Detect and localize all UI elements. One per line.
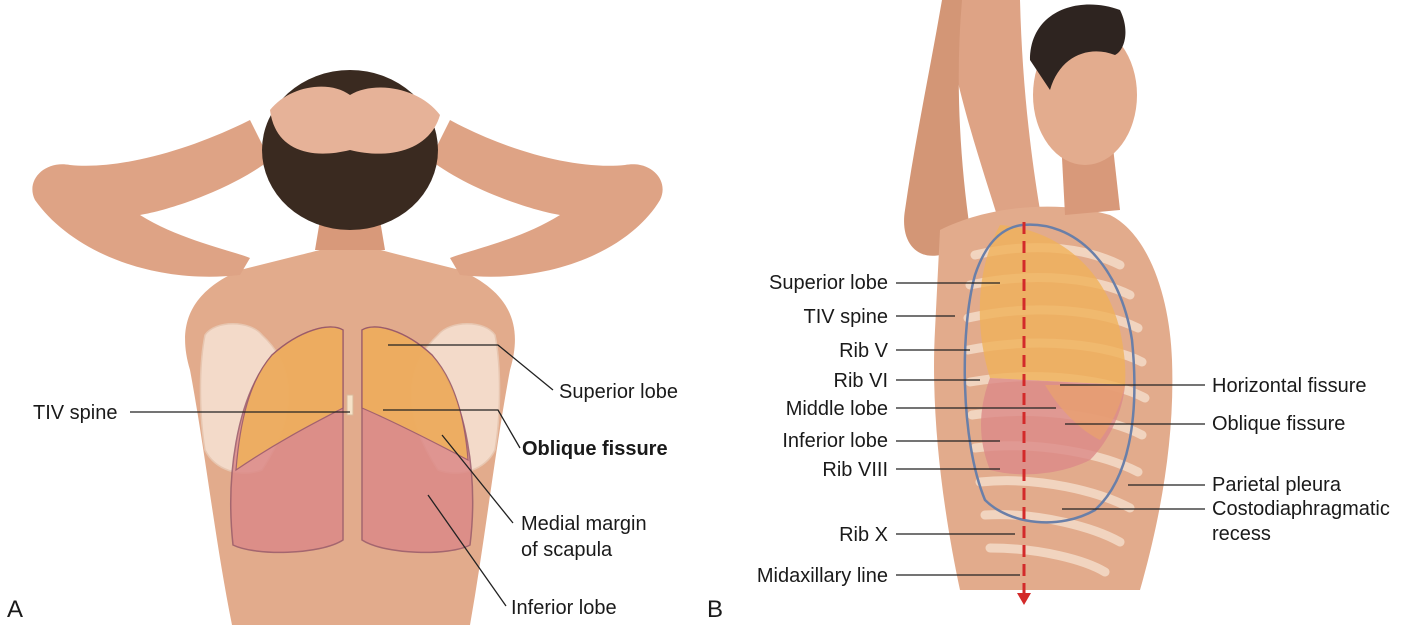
label-inferior-lobe-a: Inferior lobe: [511, 597, 617, 619]
panel-b: Superior lobe TIV spine Rib V Rib VI Mid…: [707, 0, 1390, 623]
label-costodiaphragmatic-line2-b: recess: [1212, 523, 1271, 545]
label-superior-lobe-a: Superior lobe: [559, 381, 678, 403]
label-horizontal-fissure-b: Horizontal fissure: [1212, 375, 1367, 397]
label-inferior-lobe-b: Inferior lobe: [782, 430, 888, 452]
leader-inferior-lobe-a: [427, 494, 507, 607]
label-oblique-fissure-b: Oblique fissure: [1212, 413, 1345, 435]
panel-letter-a: A: [7, 596, 23, 623]
label-superior-lobe-b: Superior lobe: [769, 272, 888, 294]
lateral-torso-illustration: [904, 0, 1173, 605]
leader-superior-lobe-a: [388, 344, 554, 391]
label-rib-vi-b: Rib VI: [834, 370, 888, 392]
label-oblique-fissure-a: Oblique fissure: [522, 438, 668, 460]
label-tiv-spine-a: TIV spine: [33, 402, 117, 424]
posterior-torso-illustration: [32, 70, 663, 625]
label-rib-viii-b: Rib VIII: [822, 459, 888, 481]
label-rib-x-b: Rib X: [839, 524, 888, 546]
label-parietal-pleura-b: Parietal pleura: [1212, 474, 1342, 496]
label-costodiaphragmatic-line1-b: Costodiaphragmatic: [1212, 498, 1390, 520]
label-middle-lobe-b: Middle lobe: [786, 398, 888, 420]
label-medial-margin-line1-a: Medial margin: [521, 513, 647, 535]
panel-a: Superior lobe TIV spine Oblique fissure …: [7, 70, 678, 625]
leader-oblique-fissure-a: [383, 409, 521, 449]
label-midaxillary-line-b: Midaxillary line: [757, 565, 888, 587]
label-rib-v-b: Rib V: [839, 340, 889, 362]
panel-letter-b: B: [707, 596, 723, 623]
label-medial-margin-line2-a: of scapula: [521, 539, 613, 561]
leader-medial-margin-a: [441, 434, 514, 524]
label-tiv-spine-b: TIV spine: [804, 306, 888, 328]
